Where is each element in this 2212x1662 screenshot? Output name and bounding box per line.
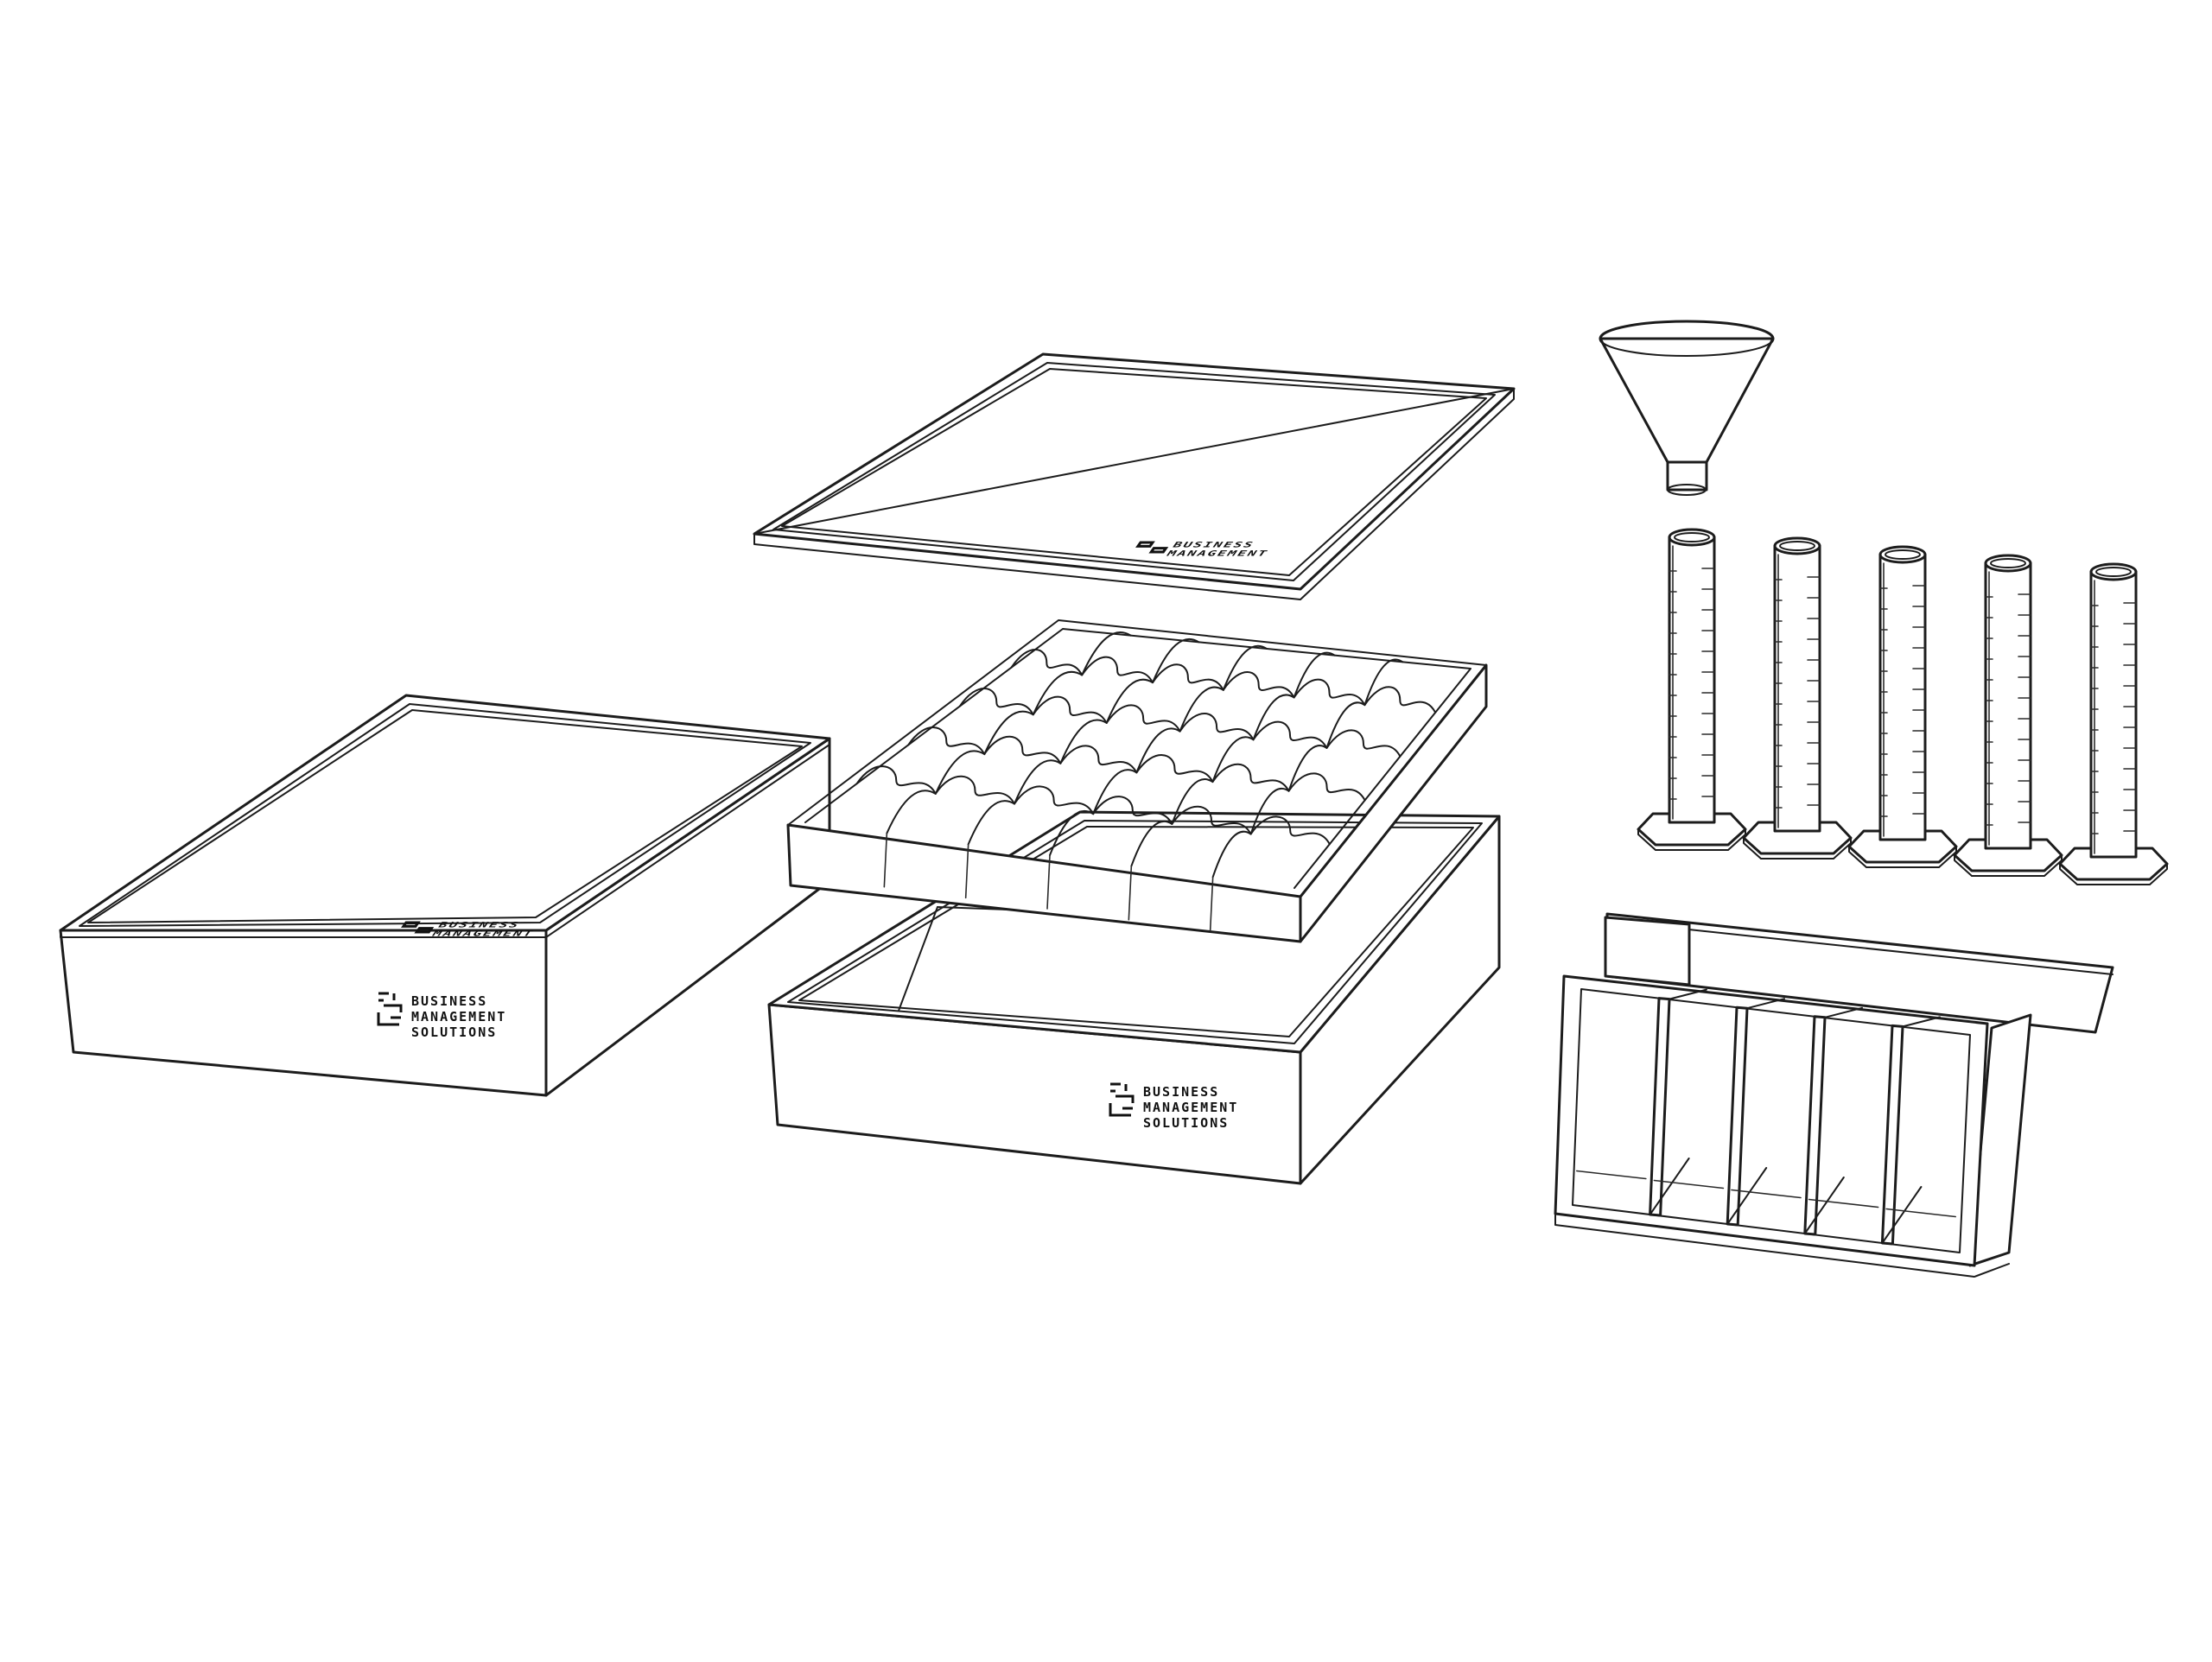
box-logo-left-line1: BUSINESS bbox=[411, 993, 487, 1009]
lid-logo-small: BUSINESS MANAGEMENT bbox=[395, 921, 537, 938]
lid-logo-floating: BUSINESS MANAGEMENT bbox=[1129, 541, 1271, 558]
holder-slot-floor bbox=[1886, 1209, 1955, 1217]
tray-col-divider bbox=[1093, 770, 1136, 814]
holder-slot-floor bbox=[1654, 1181, 1723, 1189]
tray-col-divider bbox=[969, 801, 1014, 844]
floating-lid: BUSINESS MANAGEMENT bbox=[754, 354, 1514, 599]
box-logo-center: BUSINESS MANAGEMENT SOLUTIONS bbox=[1110, 1084, 1238, 1131]
holder-slot-divider bbox=[1805, 1008, 1862, 1234]
box-logo-left-line2: MANAGEMENT bbox=[411, 1009, 506, 1024]
tray-col-divider bbox=[1107, 680, 1153, 723]
graduated-cylinder bbox=[2060, 564, 2167, 885]
holder-slot-floor bbox=[1732, 1190, 1801, 1198]
tray-col-divider bbox=[1050, 811, 1093, 855]
tray-col-divider bbox=[887, 790, 935, 833]
insert-tray bbox=[788, 620, 1486, 942]
tray-col-divider bbox=[984, 712, 1033, 754]
graduated-cylinder bbox=[1744, 538, 1851, 859]
tray-col-divider bbox=[1131, 821, 1172, 866]
box-logo-center-line3: SOLUTIONS bbox=[1143, 1115, 1229, 1131]
tray-front-divider-edge bbox=[966, 844, 969, 898]
tray-front-divider-edge bbox=[1128, 866, 1131, 920]
holder-slot-dividers bbox=[1577, 990, 1955, 1244]
open-base-box: BUSINESS MANAGEMENT SOLUTIONS bbox=[769, 812, 1499, 1183]
tray-col-divider bbox=[1082, 632, 1130, 675]
tray-row-divider bbox=[1011, 650, 1435, 713]
lid-logo-text-1: BUSINESS bbox=[435, 921, 522, 929]
tray-col-divider bbox=[1180, 688, 1224, 732]
tray-col-divider bbox=[1364, 659, 1402, 705]
tray-front-divider-edge bbox=[1047, 855, 1050, 909]
tray-col-divider bbox=[1289, 745, 1327, 791]
lid-logo-text-2: MANAGEMENT bbox=[429, 929, 536, 938]
tray-col-divider bbox=[1033, 672, 1082, 714]
tray-col-divider bbox=[1153, 639, 1198, 682]
tray-col-divider bbox=[1136, 728, 1179, 772]
holder-slot-divider bbox=[1882, 1017, 1940, 1244]
tray-row-divider bbox=[960, 688, 1401, 757]
tray-col-divider bbox=[1224, 646, 1267, 690]
closed-box-left: BUSINESS MANAGEMENT BUSINESS MANAGEMENT … bbox=[60, 695, 830, 1095]
funnel bbox=[1600, 321, 1773, 495]
floating-lid-text-2: MANAGEMENT bbox=[1164, 549, 1270, 558]
box-logo-left: BUSINESS MANAGEMENT SOLUTIONS bbox=[378, 993, 506, 1040]
holder-slot-divider bbox=[1727, 999, 1784, 1225]
tray-col-divider bbox=[1251, 789, 1289, 834]
holder-slot-divider bbox=[1650, 990, 1707, 1215]
tray-col-divider bbox=[936, 751, 984, 793]
tray-front-divider-edge bbox=[1211, 877, 1213, 930]
tray-col-divider bbox=[1014, 760, 1060, 803]
tray-row-divider bbox=[857, 766, 1330, 844]
floating-lid-text-1: BUSINESS bbox=[1170, 541, 1256, 549]
holder-slot-floor bbox=[1809, 1200, 1878, 1208]
box-logo-center-line2: MANAGEMENT bbox=[1143, 1100, 1238, 1115]
tray-row-divider bbox=[908, 727, 1364, 800]
tray-front-divider-edge bbox=[884, 834, 887, 887]
slot-holder bbox=[1555, 914, 2113, 1277]
tray-col-divider bbox=[1326, 702, 1364, 748]
graduated-cylinder bbox=[1849, 547, 1956, 867]
tray-divider-grid bbox=[857, 632, 1436, 930]
tray-col-divider bbox=[1213, 832, 1251, 878]
holder-slot-floor bbox=[1577, 1171, 1646, 1179]
tray-col-divider bbox=[1212, 737, 1253, 782]
tray-col-divider bbox=[1172, 779, 1212, 824]
graduated-cylinder bbox=[1955, 555, 2062, 876]
graduated-cylinder bbox=[1638, 530, 1745, 850]
graduated-cylinders bbox=[1638, 530, 2167, 885]
tray-col-divider bbox=[1254, 695, 1294, 739]
tray-col-divider bbox=[1294, 653, 1335, 698]
tray-col-divider bbox=[1060, 720, 1106, 763]
box-logo-center-line1: BUSINESS bbox=[1143, 1084, 1219, 1100]
box-logo-left-line3: SOLUTIONS bbox=[411, 1024, 497, 1040]
